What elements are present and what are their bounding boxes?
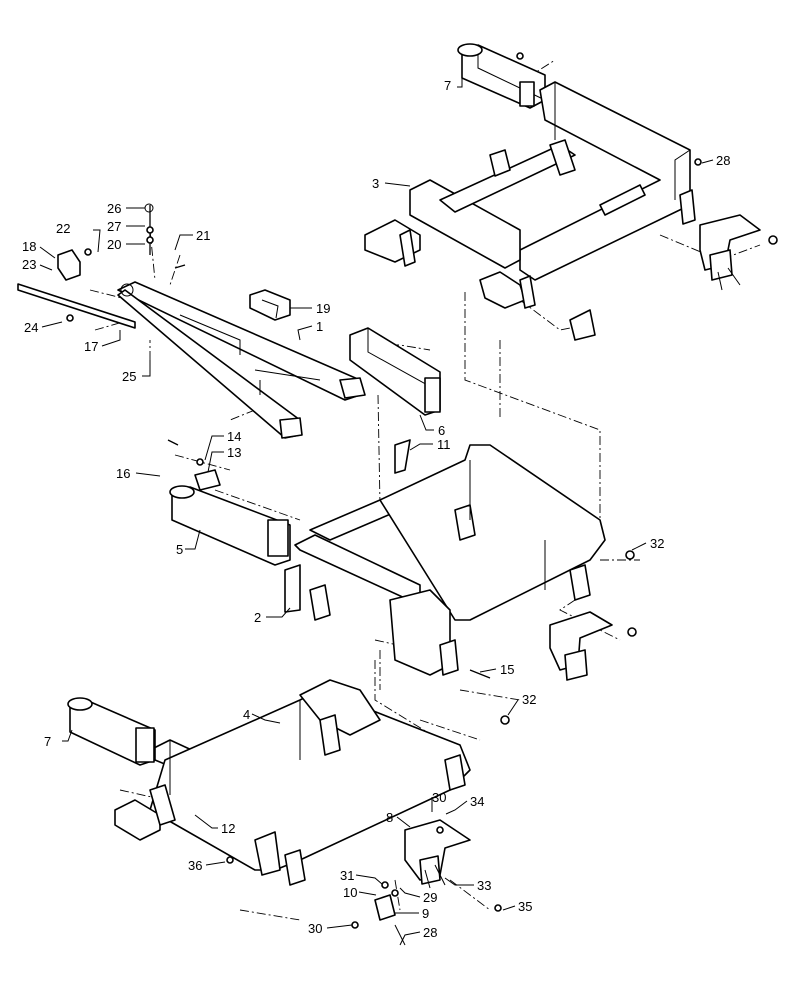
callout-9: 9 [422,906,429,921]
callout-26: 26 [107,201,121,216]
part-5-extension-tube [169,485,291,566]
callout-3: 3 [372,176,379,191]
callout-28-bottom: 28 [423,925,437,940]
callout-18: 18 [22,239,36,254]
callout-7-top: 7 [444,78,451,93]
part-18-coupler [57,249,81,281]
callout-4: 4 [243,707,250,722]
callout-31: 31 [340,868,354,883]
part-7-bottom-extension [67,697,156,766]
callout-22: 22 [56,221,70,236]
hardware-fasteners [66,52,702,929]
part-11-plate [394,439,411,474]
callout-28-top: 28 [716,153,730,168]
callout-21: 21 [196,228,210,243]
part-17-rod [17,283,136,329]
callout-2: 2 [254,610,261,625]
part-7-top-extension [457,43,546,109]
part-13-bracket [194,469,221,491]
part-middle-right-hitch [549,611,637,681]
part-1-hitch-arm [117,281,366,439]
callout-leaders [39,72,714,946]
callout-35: 35 [518,899,532,914]
callout-17: 17 [84,339,98,354]
callout-25: 25 [122,369,136,384]
callout-19: 19 [316,301,330,316]
callout-12: 12 [221,821,235,836]
callout-10: 10 [343,885,357,900]
part-2-middle-frame [284,444,606,676]
part-8-hitch [404,819,471,889]
callout-13: 13 [227,445,241,460]
callout-29: 29 [423,890,437,905]
callout-6: 6 [438,423,445,438]
callout-8: 8 [386,810,393,825]
part-9-bracket [374,894,406,946]
callout-33: 33 [477,878,491,893]
callout-34: 34 [470,794,484,809]
callout-30-lower: 30 [308,921,322,936]
callout-36: 36 [188,858,202,873]
callout-14: 14 [227,429,241,444]
part-3-top-frame [364,81,696,309]
callout-24: 24 [24,320,38,335]
callout-20: 20 [107,237,121,252]
callout-32-mid: 32 [650,536,664,551]
callout-11: 11 [437,437,451,452]
callout-27: 27 [107,219,121,234]
callout-labels: 7 28 3 26 27 20 21 22 18 23 19 1 24 17 2… [22,78,730,940]
part-19-bracket [249,289,291,321]
callout-30-upper: 30 [432,790,446,805]
callout-5: 5 [176,542,183,557]
part-6-extension-tube [349,327,441,416]
part-4-bottom-frame [114,679,471,886]
callout-1: 1 [316,319,323,334]
callout-16: 16 [116,466,130,481]
callout-15: 15 [500,662,514,677]
callout-32-low: 32 [522,692,536,707]
callout-23: 23 [22,257,36,272]
part-top-right-hitch [569,214,778,341]
callout-7-bottom: 7 [44,734,51,749]
